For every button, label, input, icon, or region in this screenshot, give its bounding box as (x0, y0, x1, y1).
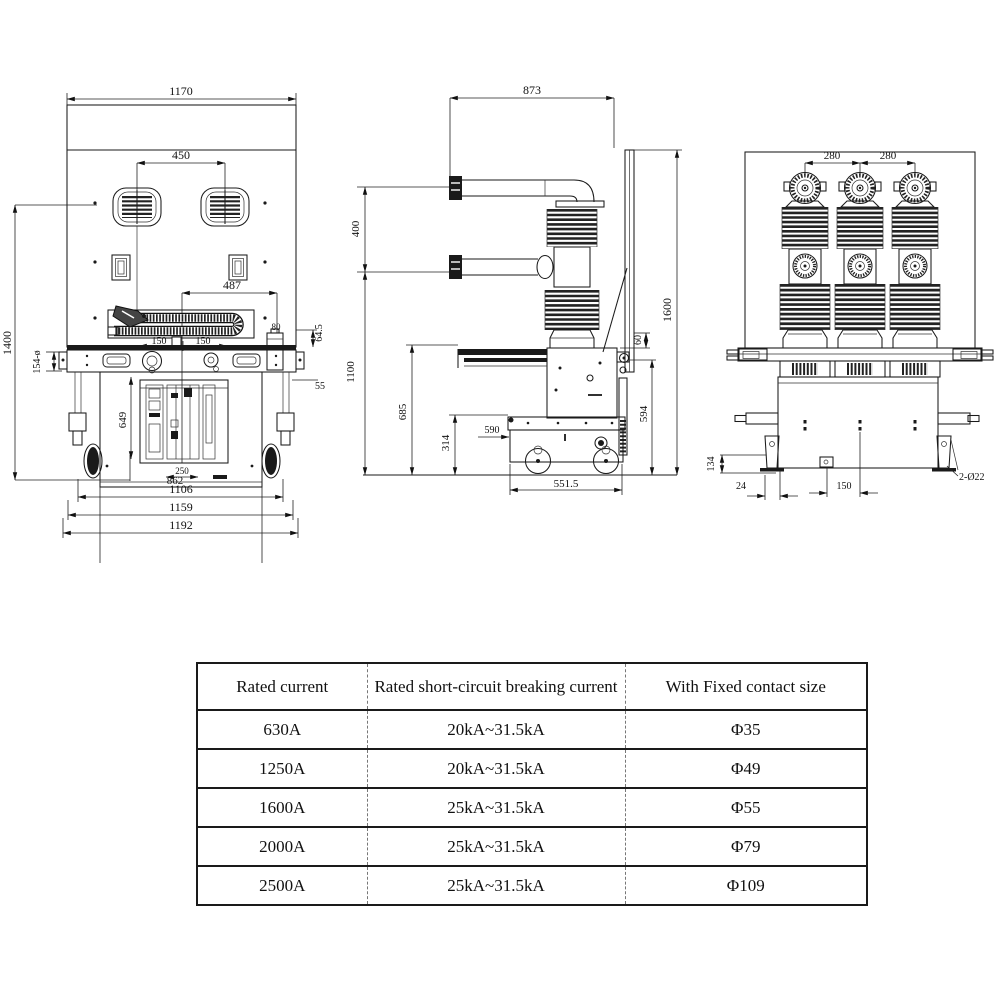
dim-314: 314 (440, 434, 452, 451)
dim-450: 450 (172, 148, 190, 162)
table-row: 630A 20kA~31.5kA Φ35 (196, 709, 868, 750)
chassis (99, 371, 263, 488)
cell: Φ79 (624, 826, 868, 867)
dim-80: 80 (272, 322, 282, 332)
bushing-right (200, 187, 250, 227)
table-row: 2000A 25kA~31.5kA Φ79 (196, 826, 868, 867)
cell: 1600A (196, 787, 368, 828)
window-right (228, 254, 248, 281)
dim-150-right: 150 (196, 336, 211, 347)
dim-873: 873 (523, 83, 541, 97)
dim-1159: 1159 (169, 500, 193, 514)
rear-body (734, 376, 980, 472)
dim-1106: 1106 (169, 482, 193, 496)
dim-64-5: 64.5 (314, 324, 325, 342)
window-left (111, 254, 131, 281)
upper-arm (449, 176, 595, 203)
cell: 20kA~31.5kA (366, 748, 626, 789)
dim-400: 400 (350, 220, 362, 237)
col-header-contact-size: With Fixed contact size (624, 662, 868, 711)
dim-150-rear: 150 (837, 481, 852, 492)
cell: Φ55 (624, 787, 868, 828)
cell: 2000A (196, 826, 368, 867)
dim-24: 24 (736, 481, 746, 492)
dim-60: 60 (633, 335, 644, 345)
table-row: 1600A 25kA~31.5kA Φ55 (196, 787, 868, 828)
dim-1100: 1100 (345, 361, 357, 383)
side-view: 873 1600 400 1100 (345, 83, 682, 495)
dim-862: 862 (167, 475, 184, 487)
cell: 25kA~31.5kA (366, 826, 626, 867)
dim-2-o22: 2-Ø22 (959, 472, 985, 483)
cell: 20kA~31.5kA (366, 709, 626, 750)
frame-details (58, 350, 305, 374)
dim-250: 250 (175, 466, 189, 476)
dim-150-left: 150 (152, 336, 167, 347)
small-tank (266, 328, 284, 371)
front-view: 1170 450 487 (0, 84, 325, 563)
cell: Φ35 (624, 709, 868, 750)
table-row: 2500A 25kA~31.5kA Φ109 (196, 865, 868, 906)
spec-table: Rated current Rated short-circuit breaki… (196, 662, 868, 906)
hose-panel (107, 305, 255, 339)
wheel-left (68, 372, 103, 479)
dim-1400: 1400 (0, 331, 14, 355)
lower-arm (449, 254, 554, 280)
cell: 630A (196, 709, 368, 750)
table-header-row: Rated current Rated short-circuit breaki… (196, 662, 868, 711)
insulator-column-side (544, 200, 605, 349)
dim-1170: 1170 (169, 84, 193, 98)
dim-55: 55 (315, 381, 325, 392)
dim-685: 685 (397, 403, 409, 420)
cell: 2500A (196, 865, 368, 906)
dim-280-right: 280 (880, 150, 897, 162)
dim-134: 134 (706, 457, 717, 472)
bushing-left (112, 187, 162, 227)
dim-551-5: 551.5 (554, 478, 579, 490)
dim-1600: 1600 (660, 298, 674, 322)
dim-280-left: 280 (824, 150, 841, 162)
col-header-rated-current: Rated current (196, 662, 368, 711)
rear-frame (726, 347, 994, 378)
cell: 25kA~31.5kA (366, 865, 626, 906)
cell: Φ49 (624, 748, 868, 789)
dim-590: 590 (485, 425, 500, 436)
dim-649: 649 (117, 411, 129, 428)
cell: Φ109 (624, 865, 868, 906)
cell: 25kA~31.5kA (366, 787, 626, 828)
wheel-right (261, 372, 295, 479)
dim-1192: 1192 (169, 518, 193, 532)
col-header-breaking-current: Rated short-circuit breaking current (366, 662, 626, 711)
cell: 1250A (196, 748, 368, 789)
dim-154: 154-ø (32, 350, 43, 373)
rear-view: 280 280 (706, 150, 994, 500)
dim-594: 594 (638, 405, 650, 422)
trolley (507, 416, 626, 475)
side-body (457, 347, 630, 456)
dim-487: 487 (223, 278, 241, 292)
insulator-columns-rear (779, 171, 941, 349)
table-row: 1250A 20kA~31.5kA Φ49 (196, 748, 868, 789)
